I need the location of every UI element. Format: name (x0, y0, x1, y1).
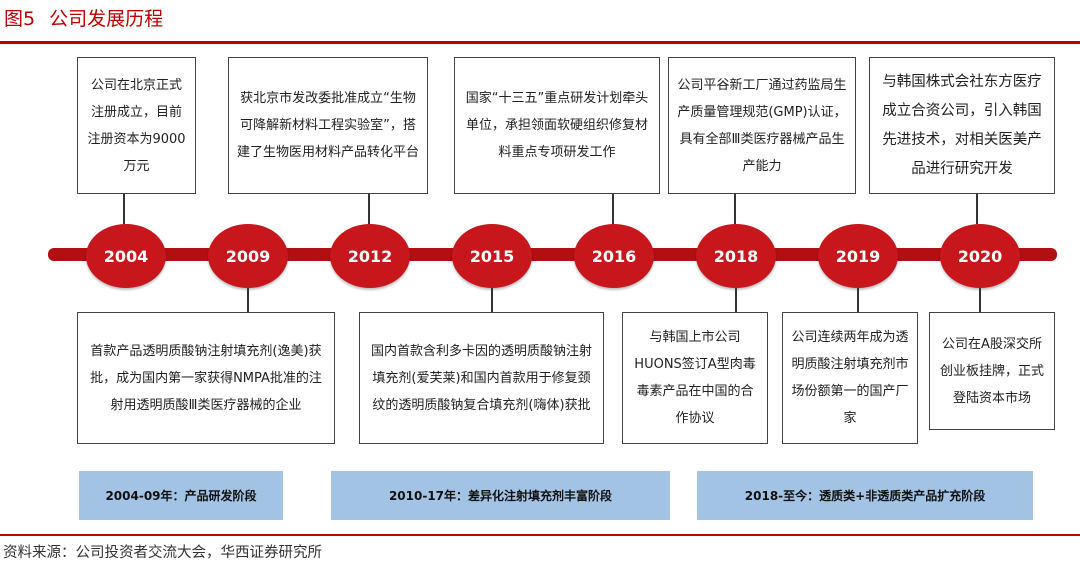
timeline-bar (48, 248, 1057, 261)
phase-bar-expansion: 2018-至今：透质类+非透质类产品扩充阶段 (697, 471, 1033, 520)
connector-2015 (491, 288, 493, 312)
year-node-2015: 2015 (452, 224, 532, 288)
event-text-2016: 国家“十三五”重点研发计划牵头单位，承担领面软硬组织修复材料重点专项研发工作 (465, 91, 649, 160)
connector-2009 (247, 288, 249, 312)
event-text-2004: 公司在北京正式注册成立，目前注册资本为9000万元 (87, 77, 186, 174)
phase-bar-research: 2004-09年：产品研发阶段 (79, 471, 283, 520)
phase-label-expansion: 2018-至今：透质类+非透质类产品扩充阶段 (744, 489, 986, 503)
phase-label-differentiation: 2010-17年：差异化注射填充剂丰富阶段 (388, 489, 613, 503)
year-node-2004: 2004 (86, 224, 166, 288)
year-node-2018: 2018 (696, 224, 776, 288)
connector-2020-bottom (979, 288, 981, 312)
phase-bar-differentiation: 2010-17年：差异化注射填充剂丰富阶段 (331, 471, 670, 520)
event-box-2009: 首款产品透明质酸钠注射填充剂(逸美)获批，成为国内第一家获得NMPA批准的注射用… (77, 312, 335, 444)
event-box-2015: 国内首款含利多卡因的透明质酸钠注射填充剂(爱芙莱)和国内首款用于修复颈纹的透明质… (359, 312, 604, 444)
connector-2019 (857, 288, 859, 312)
connector-2016 (612, 194, 614, 224)
bottom-rule (0, 534, 1080, 536)
connector-2018-top (734, 194, 736, 224)
phase-label-research: 2004-09年：产品研发阶段 (105, 489, 257, 503)
connector-2004 (123, 194, 125, 224)
connector-2018-bottom (735, 288, 737, 312)
event-box-2018-top: 公司平谷新工厂通过药监局生产质量管理规范(GMP)认证，具有全部Ⅲ类医疗器械产品… (668, 57, 856, 194)
event-box-2020-bottom: 公司在A股深交所创业板挂牌，正式登陆资本市场 (929, 312, 1055, 430)
event-text-2019: 公司连续两年成为透明质酸注射填充剂市场份额第一的国产厂家 (791, 330, 909, 426)
event-text-2012: 获北京市发改委批准成立“生物可降解新材料工程实验室”，搭建了生物医用材料产品转化… (237, 91, 420, 160)
event-text-2015: 国内首款含利多卡因的透明质酸钠注射填充剂(爱芙莱)和国内首款用于修复颈纹的透明质… (370, 343, 592, 413)
year-node-2016: 2016 (574, 224, 654, 288)
event-text-2018-bottom: 与韩国上市公司HUONS签订A型肉毒毒素产品在中国的合作协议 (634, 330, 756, 426)
figure-number: 图5 (4, 8, 36, 30)
event-text-2009: 首款产品透明质酸钠注射填充剂(逸美)获批，成为国内第一家获得NMPA批准的注射用… (90, 343, 322, 413)
year-node-2012: 2012 (330, 224, 410, 288)
event-text-2020-top: 与韩国株式会社东方医疗成立合资公司，引入韩国先进技术，对相关医美产品进行研究开发 (882, 73, 1042, 177)
connector-2012 (368, 194, 370, 224)
source-note: 资料来源：公司投资者交流大会，华西证券研究所 (3, 545, 322, 561)
event-box-2016: 国家“十三五”重点研发计划牵头单位，承担领面软硬组织修复材料重点专项研发工作 (454, 57, 660, 194)
event-box-2012: 获北京市发改委批准成立“生物可降解新材料工程实验室”，搭建了生物医用材料产品转化… (228, 57, 428, 194)
event-text-2018-top: 公司平谷新工厂通过药监局生产质量管理规范(GMP)认证，具有全部Ⅲ类医疗器械产品… (677, 77, 847, 174)
event-box-2020-top: 与韩国株式会社东方医疗成立合资公司，引入韩国先进技术，对相关医美产品进行研究开发 (869, 57, 1055, 194)
figure-title: 图5 公司发展历程 (4, 4, 163, 34)
figure-title-text: 公司发展历程 (49, 8, 164, 30)
event-box-2019: 公司连续两年成为透明质酸注射填充剂市场份额第一的国产厂家 (782, 312, 918, 444)
year-node-2020: 2020 (940, 224, 1020, 288)
year-node-2009: 2009 (208, 224, 288, 288)
event-box-2018-bottom: 与韩国上市公司HUONS签订A型肉毒毒素产品在中国的合作协议 (622, 312, 768, 444)
event-box-2004: 公司在北京正式注册成立，目前注册资本为9000万元 (77, 57, 196, 194)
connector-2020-top (976, 194, 978, 224)
event-text-2020-bottom: 公司在A股深交所创业板挂牌，正式登陆资本市场 (939, 336, 1044, 406)
year-node-2019: 2019 (818, 224, 898, 288)
top-rule (0, 41, 1080, 44)
